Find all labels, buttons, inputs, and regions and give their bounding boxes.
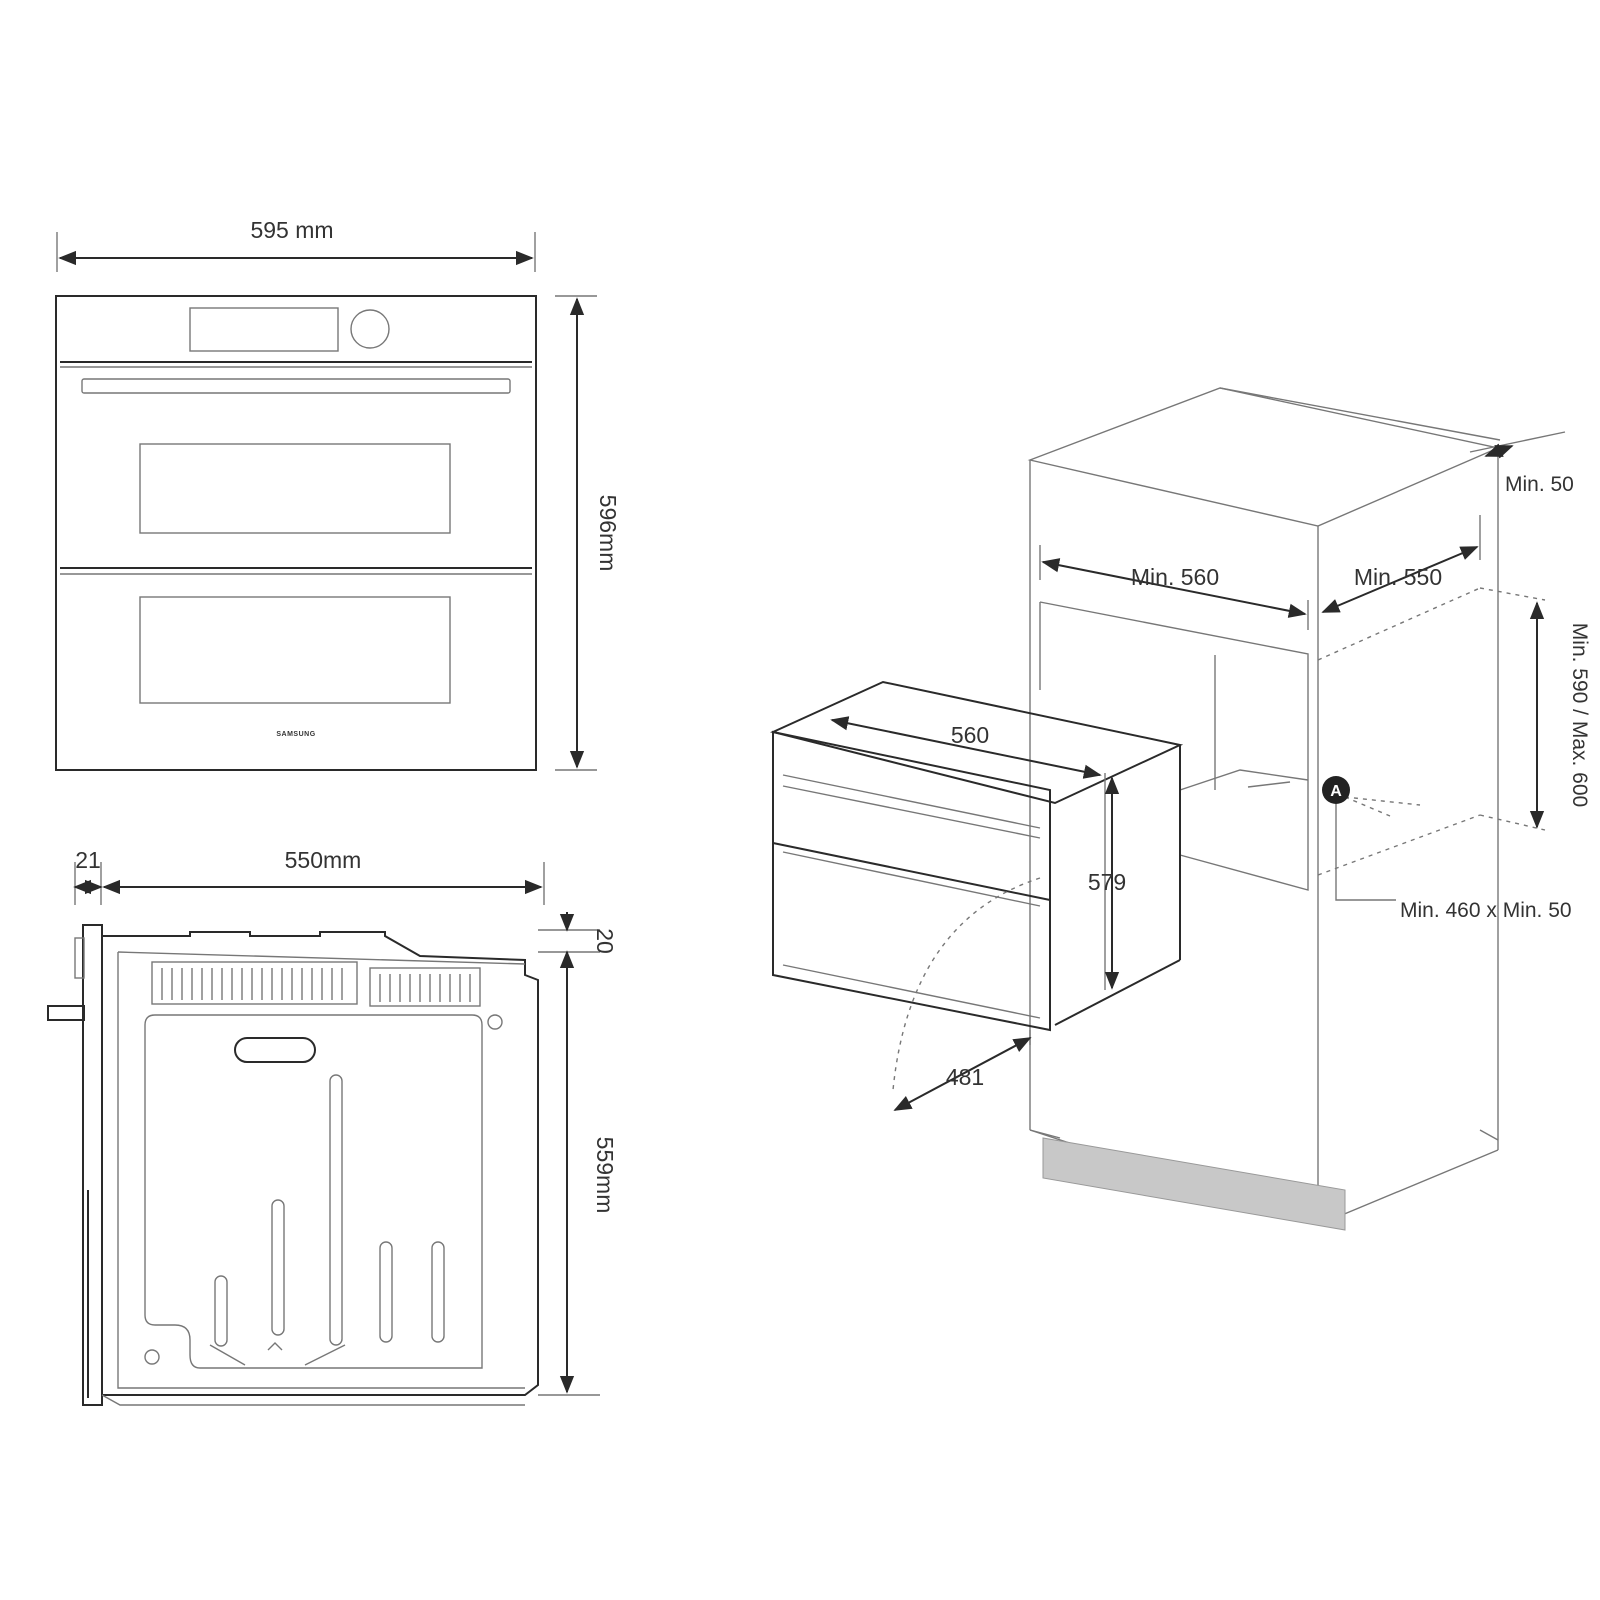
upper-oven-window [139,443,451,534]
side-handle [47,1005,85,1021]
door-handle [81,378,511,394]
rear-gap-dimension [1484,443,1514,459]
door-thickness-label: 21 [75,847,101,873]
cabinet-top [1027,387,1501,527]
oven-width-dimension [830,716,1102,779]
control-display [189,307,339,352]
installation-view: Min. 50 Min. 560 Min. 550 Min. 590 / Max… [769,387,1591,1231]
niche-depth-dimension [1321,546,1479,613]
top-clearance-label: 20 [592,928,618,954]
vent-marker-label: A [1330,783,1342,800]
niche-height-label: Min. 590 / Max. 600 [1568,623,1591,807]
front-height-label: 596mm [595,495,621,572]
side-depth-label: 550mm [285,847,362,873]
front-width-label: 595 mm [250,217,333,243]
rear-gap-label: Min. 50 [1505,473,1574,496]
side-vents [151,961,481,1007]
side-inner-slot [234,1037,316,1063]
side-view: 21 550mm [47,847,618,1406]
niche-width-dimension [1041,558,1307,618]
side-screw-icon [487,1014,503,1030]
niche-opening [1039,601,1309,891]
side-inner-panel [144,1014,483,1369]
brand-logo: SAMSUNG [276,731,315,738]
vent-size-label: Min. 460 x Min. 50 [1400,899,1572,922]
oven-width-label: 560 [951,722,989,748]
cabinet-plinth [1042,1137,1346,1231]
lower-oven-window [139,596,451,704]
oven-height-label: 579 [1088,869,1126,895]
side-screw-icon-2 [144,1349,160,1365]
niche-width-label: Min. 560 [1131,564,1219,590]
side-ribs [209,1074,445,1366]
door-swing-dimension [893,1037,1032,1111]
front-view: 595 mm SAMSUNG 596mm [55,217,621,771]
niche-depth-label: Min. 550 [1354,564,1442,590]
side-door-panel [82,924,103,1406]
side-height-label: 559mm [592,1137,618,1214]
door-swing-arc [892,877,1041,1091]
oven-front-door [772,730,1051,1032]
vent-marker-badge [1322,776,1350,804]
front-oven-body [55,295,537,771]
control-knob-icon [350,309,390,349]
side-knob [74,937,85,979]
door-swing-label: 481 [946,1064,984,1090]
side-body-outline [102,931,539,1396]
